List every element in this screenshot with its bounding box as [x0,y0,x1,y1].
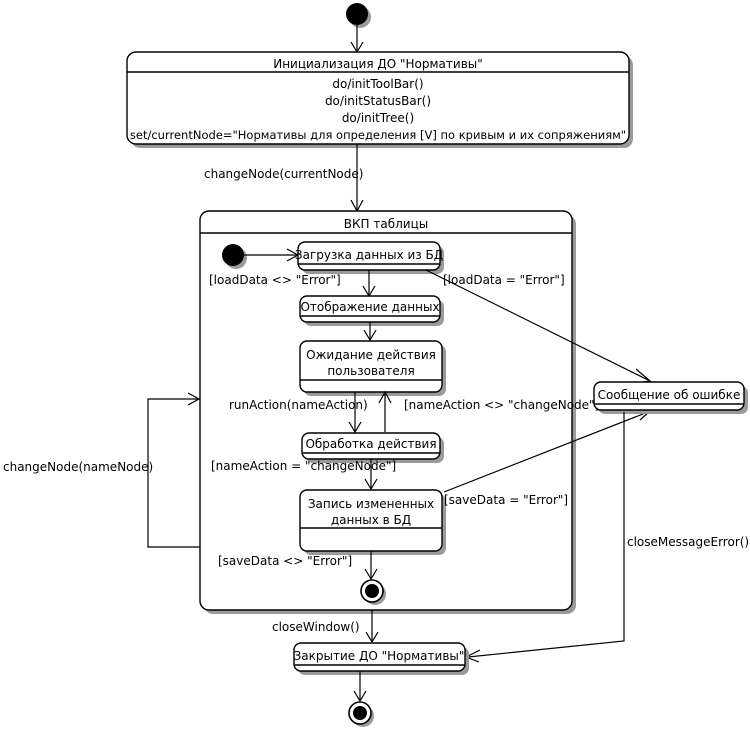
state-save-data-title-line2: данных в БД [331,513,411,527]
end-final-node [348,701,374,727]
state-composite-table[interactable] [199,210,576,614]
state-show-data-title: Отображение данных [300,300,439,314]
state-wait-action-title-line1: Ожидание действия [306,348,436,362]
state-error-message[interactable] [593,381,748,414]
state-process-action-title: Обработка действия [305,437,436,451]
state-init-app-action-1: do/initStatusBar() [325,94,431,108]
state-close-app[interactable] [293,642,469,675]
state-save-data[interactable] [299,489,446,555]
transition-save-ok [364,551,378,581]
label-load-error: [loadData = "Error"] [443,273,565,287]
start-initial-node [346,3,371,28]
label-name-action-eq: [nameAction = "changeNode"] [211,459,396,473]
label-save-error: [saveData = "Error"] [444,493,568,507]
state-init-app[interactable] [126,51,633,148]
state-init-app-action-2: do/initTree() [342,111,414,125]
state-init-app-title: Инициализация ДО "Нормативы" [273,57,483,71]
label-change-node-name: changeNode(nameNode) [3,460,153,474]
label-close-message-error: closeMessageError() [627,535,749,549]
state-wait-action[interactable] [299,340,446,396]
state-load-data[interactable] [297,241,444,274]
label-run-action: runAction(nameAction) [229,398,368,412]
transition-close-to-final [353,671,367,703]
transition-start-to-init [350,25,364,54]
state-close-app-title: Закрытие ДО "Нормативы" [294,649,465,663]
state-init-app-action-0: do/initToolBar() [332,77,423,91]
state-init-app-action-3: set/currentNode="Нормативы для определен… [130,128,626,142]
state-wait-action-title-line2: пользователя [327,364,414,378]
state-error-message-title: Сообщение об ошибке [598,388,741,402]
state-save-data-title-line1: Запись измененных [308,497,434,511]
inner-initial-node [222,244,247,269]
label-load-ok: [loadData <> "Error"] [209,273,341,287]
transition-close-window [365,610,379,644]
transition-process-to-save [364,459,378,491]
label-change-node-current: changeNode(currentNode) [204,167,363,181]
state-composite-table-title: ВКП таблицы [344,217,428,231]
inner-final-node [360,579,386,605]
label-name-action-ne: [nameAction <> "changeNode"] [404,398,599,412]
transition-change-node-name [147,392,201,548]
state-load-data-title: Загрузка данных из БД [295,248,443,262]
state-process-action[interactable] [301,432,444,463]
label-close-window: closeWindow() [272,620,360,634]
transition-run-action [348,392,362,434]
state-show-data[interactable] [299,295,444,326]
transition-show-to-wait [363,322,377,342]
label-save-ok: [saveData <> "Error"] [218,554,352,568]
transition-name-action-ne [378,390,392,432]
